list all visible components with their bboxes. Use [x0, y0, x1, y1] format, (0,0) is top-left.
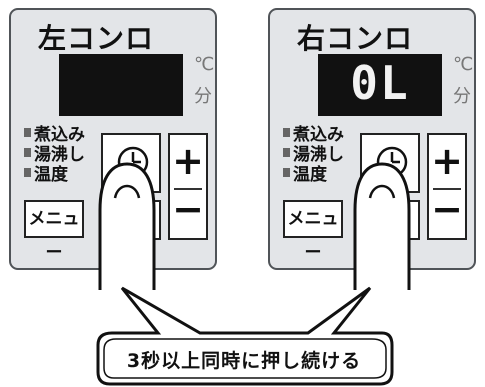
plus-button[interactable]: + — [431, 139, 463, 183]
minutes-unit: 分 — [453, 86, 471, 107]
left-burner-panel: 左コンロ ℃ 分 煮込み 湯沸し 温度 + − メニュー あ高 — [9, 8, 217, 270]
callout-bubble — [96, 286, 394, 386]
plus-minus-button[interactable]: + − — [427, 133, 467, 240]
celsius-unit: ℃ — [194, 54, 215, 75]
right-finger-icon — [353, 162, 411, 290]
celsius-unit: ℃ — [453, 54, 474, 75]
plus-button[interactable]: + — [172, 139, 204, 183]
mode-boil: 湯沸し — [24, 142, 85, 165]
display-value: 0L — [350, 56, 410, 110]
mode-stew: 煮込み — [283, 122, 344, 145]
menu-button[interactable]: メニュー — [283, 200, 343, 263]
mode-boil: 湯沸し — [283, 142, 344, 165]
plus-minus-button[interactable]: + − — [168, 133, 208, 240]
divider — [174, 188, 202, 190]
mode-temperature: 温度 — [24, 162, 85, 185]
mode-list: 煮込み 湯沸し 温度 — [24, 122, 85, 185]
display-screen: 0L — [318, 54, 442, 116]
menu-button[interactable]: メニュー — [24, 200, 84, 263]
left-finger-icon — [98, 162, 156, 290]
callout-text: 3秒以上同時に押し続ける — [126, 350, 362, 372]
panel-title: 右コンロ — [296, 22, 413, 55]
mode-stew: 煮込み — [24, 122, 85, 145]
divider — [433, 188, 461, 190]
minutes-unit: 分 — [194, 86, 212, 107]
mode-list: 煮込み 湯沸し 温度 — [283, 122, 344, 185]
minus-button[interactable]: − — [172, 187, 204, 231]
minus-button[interactable]: − — [431, 187, 463, 231]
panel-title: 左コンロ — [37, 22, 154, 55]
display-screen — [59, 54, 183, 116]
mode-temperature: 温度 — [283, 162, 344, 185]
